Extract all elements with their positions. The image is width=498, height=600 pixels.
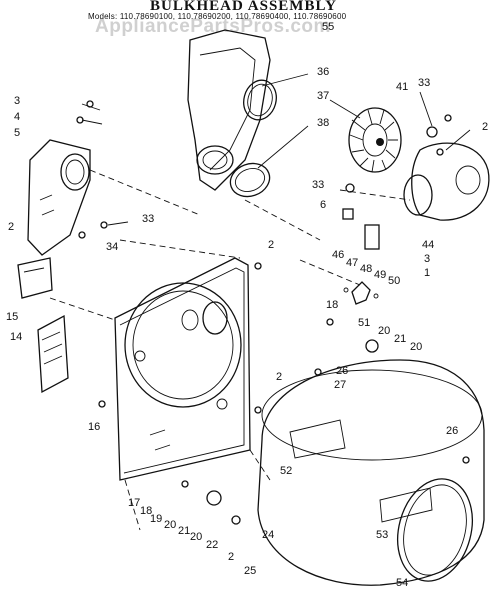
callout-2-bottom: 2 (228, 551, 235, 563)
callout-34: 34 (106, 241, 119, 253)
callout-26-top: 26 (336, 365, 349, 377)
callout-49: 49 (374, 269, 387, 281)
callout-48: 48 (360, 263, 373, 275)
callout-24: 24 (262, 529, 275, 541)
watermark: AppliancePartsPros.com (95, 16, 331, 37)
diagram-title: BULKHEAD ASSEMBLY (150, 0, 337, 14)
models-line: Models: 110.78690100, 110.78690200, 110.… (88, 12, 347, 21)
callout-20-bottom-a: 20 (164, 519, 177, 531)
thermostat-bracket (343, 281, 379, 305)
callout-18-right: 18 (326, 299, 339, 311)
callout-33-top: 33 (418, 77, 431, 89)
callout-18-bottom: 18 (140, 505, 153, 517)
callout-2-left: 2 (8, 221, 15, 233)
duct-assembly (187, 29, 271, 191)
callout-15: 15 (6, 311, 19, 323)
hardware (76, 100, 470, 525)
callout-20-upper: 20 (378, 325, 391, 337)
blower-housing (403, 142, 490, 221)
callout-20-lower: 20 (410, 341, 423, 353)
callout-5: 5 (14, 127, 21, 139)
callout-33-middle: 33 (312, 179, 325, 191)
callout-16: 16 (88, 421, 101, 433)
callout-14: 14 (10, 331, 23, 343)
callout-46: 46 (332, 249, 345, 261)
callout-3-right: 3 (424, 253, 431, 265)
callout-33-left: 33 (142, 213, 155, 225)
callout-44: 44 (422, 239, 435, 251)
callout-4: 4 (14, 111, 21, 123)
callout-50: 50 (388, 275, 401, 287)
callout-3-left: 3 (14, 95, 21, 107)
callout-2-right: 2 (482, 121, 489, 133)
callout-20-bottom-b: 20 (190, 531, 203, 543)
callout-25: 25 (244, 565, 257, 577)
part-14 (37, 314, 69, 394)
callout-38: 38 (317, 117, 330, 129)
callout-26-right: 26 (446, 425, 459, 437)
callout-37: 37 (317, 90, 330, 102)
callout-21-right: 21 (394, 333, 407, 345)
callout-54: 54 (396, 577, 409, 589)
seal-38 (229, 162, 271, 198)
callout-22: 22 (206, 539, 219, 551)
callout-1: 1 (424, 267, 431, 279)
callout-27: 27 (334, 379, 347, 391)
leader-lines (49, 73, 471, 531)
callout-52: 52 (280, 465, 293, 477)
callout-36: 36 (317, 66, 330, 78)
callout-21-bottom: 21 (178, 525, 191, 537)
blower-wheel (348, 107, 402, 173)
drum (257, 359, 485, 586)
callout-19: 19 (150, 513, 163, 525)
callout-17: 17 (128, 497, 141, 509)
callout-2-center: 2 (268, 239, 275, 251)
lint-duct (27, 139, 91, 256)
bulkhead-panel (114, 257, 251, 481)
callout-55: 55 (322, 21, 335, 33)
bracket-15 (17, 257, 53, 299)
callout-41: 41 (396, 81, 409, 93)
callout-51: 51 (358, 317, 371, 329)
callout-53: 53 (376, 529, 389, 541)
callout-47: 47 (346, 257, 359, 269)
seal-36 (243, 79, 277, 121)
callout-6: 6 (320, 199, 327, 211)
callout-2-drum: 2 (276, 371, 283, 383)
